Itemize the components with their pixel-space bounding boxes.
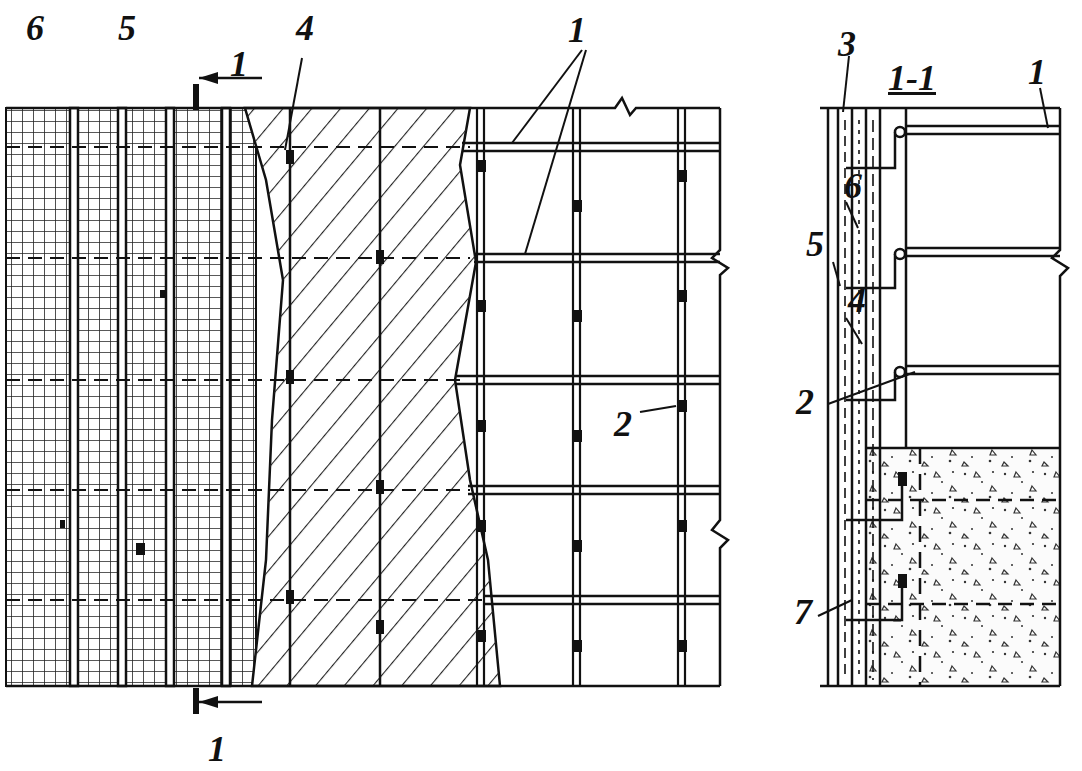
leader-lines	[285, 50, 676, 412]
callout-number: 5	[116, 10, 138, 46]
callout-number: 4	[846, 282, 868, 318]
section-marks	[193, 72, 262, 714]
callout-number: 3	[836, 26, 858, 62]
callout-number: 1	[228, 46, 250, 82]
callout-number: 6	[24, 10, 46, 46]
callout-number: 5	[804, 226, 826, 262]
callout-number: 2	[794, 384, 816, 420]
callout-number: 7	[792, 594, 814, 630]
callout-number: 1	[206, 731, 228, 767]
callout-number: 2	[612, 406, 634, 442]
break-lines	[6, 98, 728, 686]
callout-number: 1	[1026, 54, 1048, 90]
callout-number: 6	[842, 168, 864, 204]
mesh-layer	[6, 108, 256, 686]
horizontal-bars	[6, 143, 720, 604]
section-title: 1-1	[886, 60, 938, 96]
callout-number: 4	[294, 10, 316, 46]
section-view	[818, 56, 1068, 686]
callout-number: 1	[566, 12, 588, 48]
vertical-bars	[476, 108, 687, 686]
